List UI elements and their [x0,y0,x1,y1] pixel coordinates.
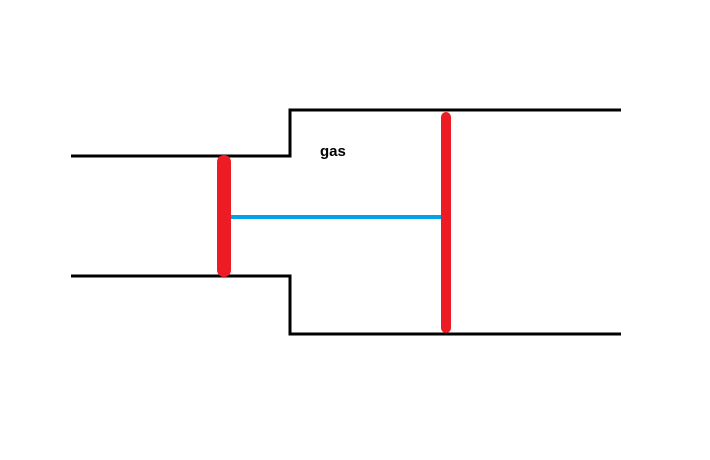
gas-label: gas [320,143,346,160]
